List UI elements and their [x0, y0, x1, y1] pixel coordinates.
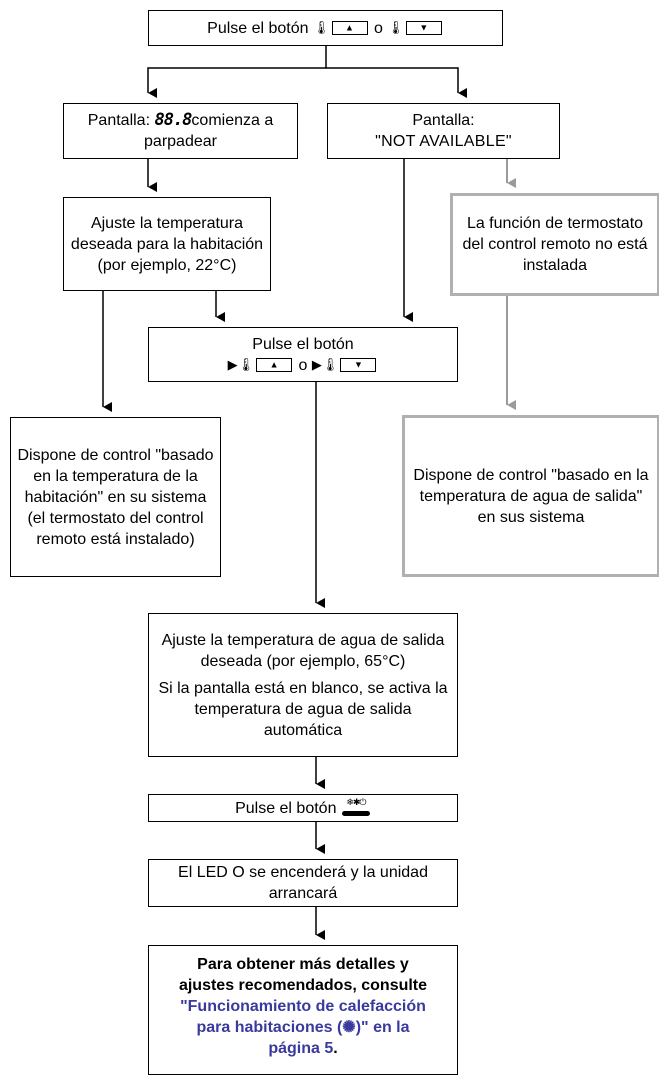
not-installed-text: La función de termostato del control rem…: [462, 215, 648, 274]
press-button-line: Pulse el botón 🌡▲ o 🌡▼: [207, 18, 444, 39]
blank-display-text: Si la pantalla está en blanco, se activa…: [158, 679, 448, 739]
led-on-text: El LED O se encenderá y la unidad arranc…: [178, 864, 428, 902]
set-room-temp-text: Ajuste la temperatura deseada para la ha…: [70, 214, 264, 274]
play-icon: ▶: [311, 357, 322, 373]
press-onoff-text: Pulse el botón: [235, 799, 337, 817]
set-room-temp-box: Ajuste la temperatura deseada para la ha…: [63, 197, 271, 291]
room-control-box: Dispone de control "basado en la tempera…: [10, 417, 221, 577]
details-box: Para obtener más detalles y ajustes reco…: [148, 945, 458, 1075]
details-bold-text: Para obtener más detalles y ajustes reco…: [178, 956, 428, 994]
display-na-label: Pantalla:: [412, 112, 475, 129]
room-control-text: Dispone de control "basado en la tempera…: [17, 446, 214, 548]
heating-operation-link[interactable]: "Funcionamiento de calefacción para habi…: [180, 998, 426, 1057]
press-button-2-keys: ▶🌡▲ o ▶🌡▼: [228, 355, 379, 376]
press-button-2-text: Pulse el botón: [252, 335, 354, 353]
onoff-button-icon: ❄✱⏻: [341, 798, 371, 817]
press-onoff-line: Pulse el botón ❄✱⏻: [235, 798, 371, 819]
set-water-temp-box: Ajuste la temperatura de agua de salida …: [148, 613, 458, 757]
segment-digits: 88.8: [154, 110, 192, 130]
up-key-icon: ▲: [331, 21, 368, 36]
or-text: o: [298, 356, 308, 374]
display-blink-box: Pantalla: 88.8comienza a parpadear: [63, 103, 298, 159]
thermometer-icon: 🌡: [237, 357, 255, 373]
display-blink-text: Pantalla: 88.8comienza a parpadear: [70, 110, 291, 152]
down-key-icon: ▼: [405, 21, 442, 36]
thermometer-icon: 🌡: [313, 20, 330, 36]
details-text: Para obtener más detalles y ajustes reco…: [178, 956, 428, 1057]
down-key-icon: ▼: [340, 358, 377, 373]
press-button-box: Pulse el botón 🌡▲ o 🌡▼: [148, 10, 503, 46]
water-control-box: Dispone de control "basado en la tempera…: [402, 415, 659, 577]
display-na-box: Pantalla: "NOT AVAILABLE": [327, 103, 560, 159]
display-blink-prefix: Pantalla:: [87, 112, 151, 129]
not-available-text: "NOT AVAILABLE": [375, 133, 512, 150]
set-water-temp-text: Ajuste la temperatura de agua de salida …: [161, 631, 445, 670]
play-icon: ▶: [227, 357, 238, 373]
or-text: o: [373, 19, 383, 37]
thermometer-icon: 🌡: [321, 357, 339, 373]
press-button-text: Pulse el botón: [207, 19, 309, 37]
heating-icon: ✺: [342, 1019, 356, 1036]
display-blink-suffix: comienza a parpadear: [144, 112, 274, 150]
thermometer-icon: 🌡: [387, 20, 404, 36]
led-on-box: El LED O se encenderá y la unidad arranc…: [148, 859, 458, 907]
connector-top-left: [147, 45, 327, 98]
press-button-2-box: Pulse el botón ▶🌡▲ o ▶🌡▼: [148, 327, 458, 382]
water-control-text: Dispone de control "basado en la tempera…: [413, 466, 649, 526]
up-key-icon: ▲: [256, 358, 293, 373]
not-installed-box: La función de termostato del control rem…: [450, 193, 659, 296]
press-onoff-box: Pulse el botón ❄✱⏻: [148, 794, 458, 822]
connector-top-right: [326, 67, 467, 98]
